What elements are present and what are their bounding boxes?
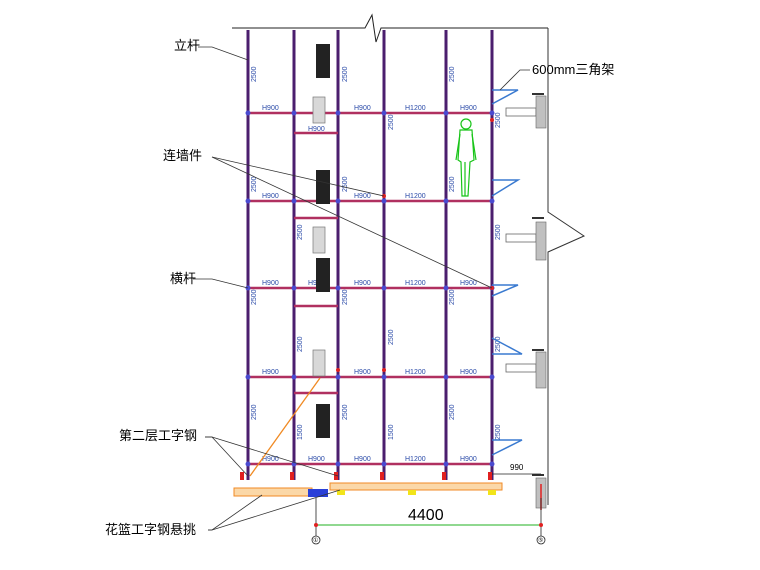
dim-h-18: H900	[262, 456, 279, 463]
dim-v-12: 2500	[342, 289, 349, 305]
callout-ledger: 横杆	[170, 271, 196, 286]
dim-h-20: H900	[354, 456, 371, 463]
wall-tie-notes	[532, 93, 544, 476]
dim-v-9: 2500	[297, 224, 304, 240]
dim-h-22: H900	[460, 456, 477, 463]
span-dimension: 4400	[314, 498, 543, 538]
dim-v-14: 2500	[449, 289, 456, 305]
blue-beam-joint	[308, 489, 328, 497]
dim-v-19: 2500	[449, 404, 456, 420]
dim-h-7: H900	[354, 193, 371, 200]
offset-dimension: 990	[492, 463, 541, 475]
wall-tie-boxes	[505, 95, 547, 510]
cantilever-i-beams	[233, 482, 503, 497]
dim-v-2: 2500	[342, 66, 349, 82]
dim-h-6: H900	[262, 193, 279, 200]
callout-second-beam: 第二层工字钢	[119, 428, 197, 443]
upright-poles	[246, 30, 494, 480]
horizontal-dimensions: H900 H900 H1200 H900 H900 H900 H900 H120…	[262, 105, 477, 463]
dim-h-16: H1200	[405, 369, 426, 376]
access-ladder-cages	[312, 96, 326, 377]
callout-leaders	[193, 46, 530, 531]
dim-h-9: H900	[262, 280, 279, 287]
ledger-bars	[248, 111, 492, 466]
offset-label: 990	[510, 463, 524, 472]
base-blocks	[337, 490, 496, 495]
dim-h-11: H900	[354, 280, 371, 287]
span-label: 4400	[408, 507, 444, 524]
triangle-brackets	[491, 89, 523, 456]
callout-upright: 立杆	[174, 38, 200, 53]
dim-v-15: 2500	[297, 336, 304, 352]
dim-v-1: 2500	[251, 66, 258, 82]
dim-h-13: H900	[460, 280, 477, 287]
dim-v-4: 2500	[388, 114, 395, 130]
diagonal-brace	[249, 377, 321, 477]
building-wall-line	[547, 28, 586, 505]
tie-leaders	[211, 156, 493, 289]
dim-h-2: H900	[354, 105, 371, 112]
dim-h-4: H900	[460, 105, 477, 112]
access-ladder-blocks	[316, 44, 330, 438]
dim-h-21: H1200	[405, 456, 426, 463]
dim-v-18: 2500	[342, 404, 349, 420]
axis-right-label: ⑤	[538, 537, 543, 544]
dim-v-21: 1500	[388, 424, 395, 440]
dim-v-10: 2500	[495, 224, 502, 240]
dim-h-17: H900	[460, 369, 477, 376]
axis-left-label: ①	[313, 537, 318, 544]
dim-v-13: 2500	[388, 329, 395, 345]
callout-wall-tie: 连墙件	[163, 148, 202, 163]
dim-h-12: H1200	[405, 280, 426, 287]
dim-v-3: 2500	[449, 66, 456, 82]
tie-markers	[336, 118, 494, 372]
axis-bubbles: ① ⑤	[311, 535, 546, 545]
dim-v-20: 1500	[297, 424, 304, 440]
dim-v-11: 2500	[251, 289, 258, 305]
dim-h-5: H900	[308, 126, 325, 133]
dim-v-17: 2500	[251, 404, 258, 420]
dim-h-14: H900	[262, 369, 279, 376]
worker-figure	[455, 118, 477, 197]
dim-v-7: 2500	[342, 176, 349, 192]
top-break-line	[232, 13, 548, 43]
dim-v-16: 2500	[495, 336, 502, 352]
dim-h-1: H900	[262, 105, 279, 112]
dim-h-3: H1200	[405, 105, 426, 112]
base-red-markers	[240, 472, 492, 480]
dim-v-6: 2500	[251, 176, 258, 192]
dim-v-22: 2500	[495, 424, 502, 440]
callout-triangle-bracket: 600mm三角架	[532, 62, 614, 77]
dim-v-5: 2500	[495, 112, 502, 128]
dim-v-8: 2500	[449, 176, 456, 192]
vertical-dimensions: 2500 2500 2500 2500 2500 2500 2500 2500 …	[251, 66, 502, 440]
dim-h-8: H1200	[405, 193, 426, 200]
dim-h-19: H900	[308, 456, 325, 463]
dim-h-15: H900	[354, 369, 371, 376]
callout-cantilever-beam: 花篮工字钢悬挑	[105, 522, 196, 537]
